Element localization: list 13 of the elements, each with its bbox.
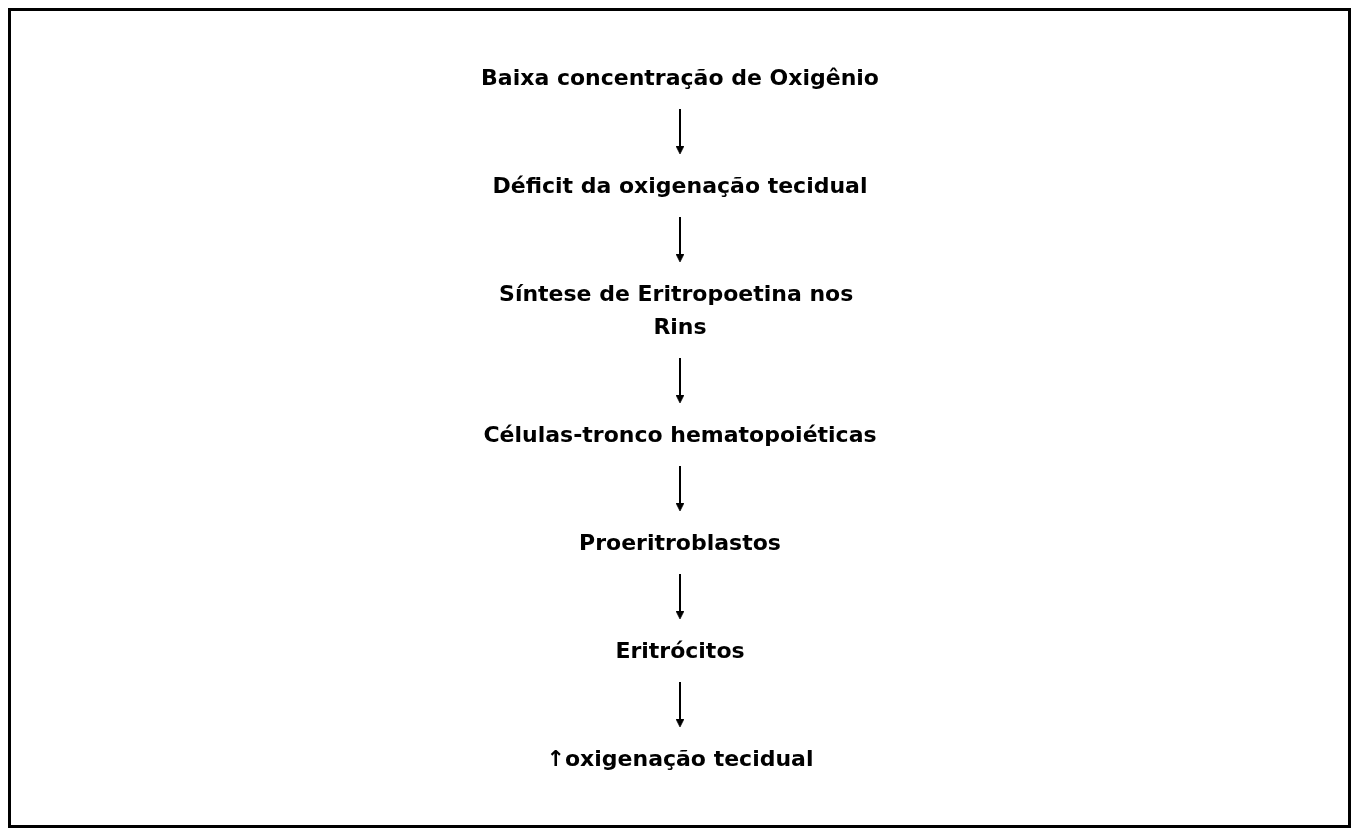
arrow xyxy=(675,216,684,263)
node-text: Proeritroblastos xyxy=(578,530,781,555)
node-text: Eritrócitos xyxy=(614,638,745,663)
arrow xyxy=(675,357,684,404)
arrow xyxy=(675,573,684,620)
arrow xyxy=(675,465,684,512)
arrow xyxy=(675,108,684,155)
node-text: Síntese de Eritropoetina nos Rins xyxy=(498,281,853,339)
arrow xyxy=(675,681,684,728)
node-text: ↑oxigenação tecidual xyxy=(546,746,813,771)
node-text: Déficit da oxigenação tecidual xyxy=(492,173,867,198)
node-text: Baixa concentração de Oxigênio xyxy=(480,65,879,90)
node-text: Células-tronco hematopoiéticas xyxy=(482,422,877,447)
